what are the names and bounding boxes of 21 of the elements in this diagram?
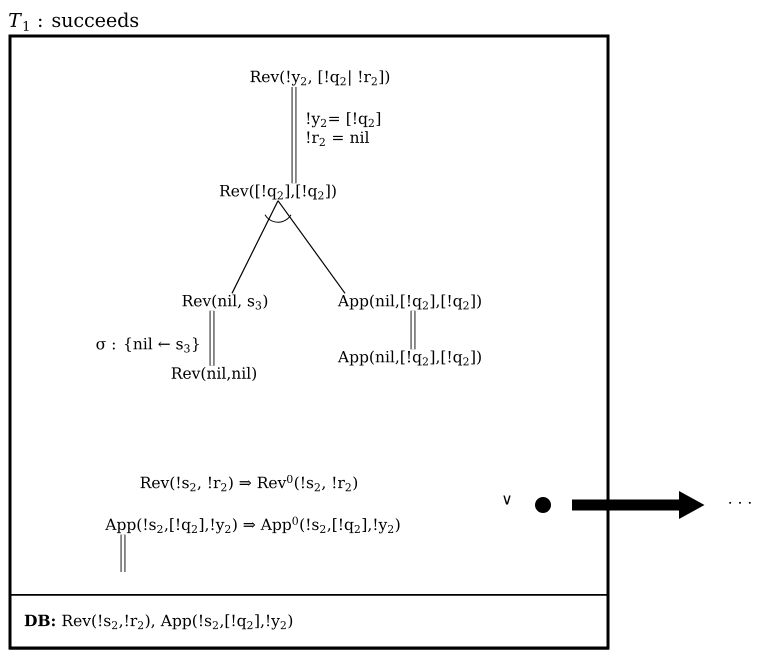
- double-line: [120, 534, 126, 572]
- double-line: [292, 86, 296, 184]
- edge-label: σ : {nil ← s$_{3}$}: [96, 338, 199, 353]
- goal-formula: Rev(nil, s$_{3}$): [182, 294, 268, 310]
- branch-line: [231, 200, 279, 294]
- double-line: [410, 310, 416, 350]
- goal-formula: App(nil,[!q$_{2}$],[!q$_{2}$]): [338, 350, 481, 366]
- goal-formula: App(nil,[!q$_{2}$],[!q$_{2}$]): [338, 294, 481, 310]
- continuation-dots: · · ·: [729, 502, 751, 504]
- rewrite-formula: Rev(!s$_{2}$, !r$_{2}$) ⇒ Rev$^{0}$(!s$_{2}$, !r$_{2}$): [140, 474, 358, 492]
- rewrite-formula: App(!s$_{2}$,[!q$_{2}$],!y$_{2}$) ⇒ App$^{0}$(!s$_{2}$,[!q$_{2}$],!y$_{2}$): [105, 516, 400, 534]
- edge-label: !y$_{2}$= [!q$_{2}$] !r$_{2}$ = nil: [307, 112, 380, 146]
- goal-formula: Rev([!q$_{2}$],[!q$_{2}$]): [220, 184, 336, 200]
- goal-formula: Rev(nil,nil): [172, 366, 256, 382]
- goal-formula: Rev(!y$_{2}$, [!q$_{2}$| !r$_{2}$]): [250, 70, 390, 86]
- branch-line: [278, 200, 346, 294]
- heading: T$_{1}$ : succeeds: [9, 12, 138, 31]
- double-line: [210, 310, 214, 366]
- database-box: DB: Rev(!s$_{2}$,!r$_{2}$), App(!s$_{2}$,[!q$_{2}$],!y$_{2}$): [9, 594, 609, 650]
- dot: [535, 497, 551, 513]
- or-symbol: ∨: [503, 495, 511, 505]
